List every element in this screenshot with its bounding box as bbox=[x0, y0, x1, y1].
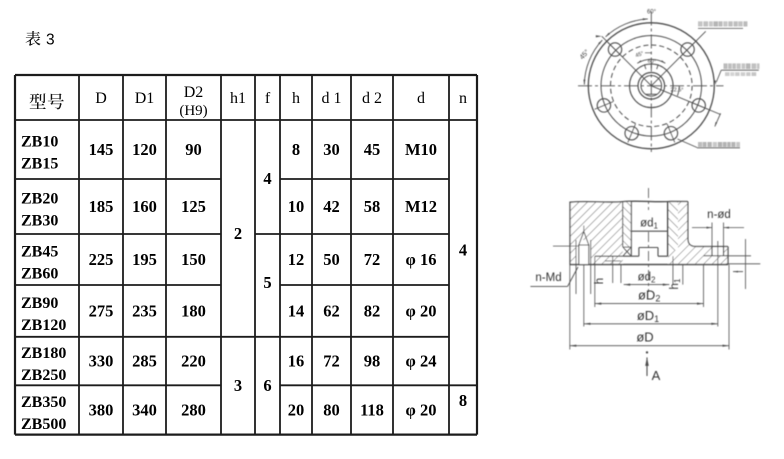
svg-text:4: 4 bbox=[263, 169, 271, 188]
svg-text:120: 120 bbox=[132, 140, 157, 159]
svg-text:275: 275 bbox=[89, 301, 114, 320]
svg-text:(H9): (H9) bbox=[179, 103, 207, 119]
svg-text:ZB250: ZB250 bbox=[21, 367, 66, 384]
svg-text:45°: 45° bbox=[635, 51, 645, 59]
svg-text:h1: h1 bbox=[230, 90, 246, 107]
svg-text:72: 72 bbox=[364, 250, 381, 269]
svg-text:20: 20 bbox=[288, 400, 305, 419]
svg-text:60°: 60° bbox=[647, 58, 656, 65]
svg-text:D: D bbox=[95, 90, 107, 107]
svg-text:285: 285 bbox=[132, 352, 157, 371]
svg-text:98: 98 bbox=[364, 352, 381, 371]
svg-text:14: 14 bbox=[288, 301, 305, 320]
svg-text:n-Md: n-Md bbox=[535, 272, 561, 284]
svg-text:ZB45: ZB45 bbox=[21, 244, 58, 261]
svg-text:80: 80 bbox=[323, 400, 340, 419]
svg-text:3: 3 bbox=[46, 32, 55, 49]
svg-text:φ 20: φ 20 bbox=[406, 301, 437, 320]
svg-text:ZB20: ZB20 bbox=[21, 191, 58, 208]
svg-text:45: 45 bbox=[364, 140, 381, 159]
svg-text:380: 380 bbox=[89, 400, 114, 419]
svg-text:8: 8 bbox=[459, 391, 467, 410]
svg-text:10: 10 bbox=[288, 197, 305, 216]
svg-text:30: 30 bbox=[323, 140, 340, 159]
svg-text:16: 16 bbox=[288, 352, 305, 371]
svg-text:ød2: ød2 bbox=[638, 272, 656, 285]
svg-text:øD1: øD1 bbox=[637, 308, 659, 324]
svg-text:ZB10: ZB10 bbox=[21, 134, 58, 151]
svg-text:42: 42 bbox=[323, 197, 340, 216]
svg-text:2: 2 bbox=[234, 224, 242, 243]
svg-text:195: 195 bbox=[132, 250, 157, 269]
svg-text:d 1: d 1 bbox=[322, 90, 342, 107]
svg-text:φ 20: φ 20 bbox=[406, 400, 437, 419]
svg-text:φ 16: φ 16 bbox=[406, 250, 437, 269]
svg-text:ZB350: ZB350 bbox=[21, 394, 66, 411]
svg-text:58: 58 bbox=[364, 197, 381, 216]
svg-text:øD2: øD2 bbox=[638, 288, 660, 304]
svg-text:D1: D1 bbox=[135, 90, 155, 107]
svg-text:225: 225 bbox=[89, 250, 114, 269]
svg-text:ZB120: ZB120 bbox=[21, 317, 66, 334]
svg-text:5: 5 bbox=[263, 273, 271, 292]
svg-text:118: 118 bbox=[360, 400, 384, 419]
svg-text:82: 82 bbox=[364, 301, 381, 320]
svg-text:ZB90: ZB90 bbox=[21, 295, 58, 312]
svg-text:h1: h1 bbox=[669, 278, 682, 289]
svg-text:150: 150 bbox=[181, 250, 206, 269]
svg-text:M12: M12 bbox=[405, 197, 437, 216]
svg-text:f: f bbox=[265, 90, 271, 107]
svg-text:50: 50 bbox=[323, 250, 340, 269]
svg-text:235: 235 bbox=[132, 301, 157, 320]
svg-text:øD: øD bbox=[636, 330, 653, 345]
svg-text:ød1: ød1 bbox=[640, 218, 658, 231]
svg-text:145: 145 bbox=[89, 140, 114, 159]
svg-text:160: 160 bbox=[132, 197, 157, 216]
svg-text:3: 3 bbox=[234, 376, 242, 395]
svg-text:6: 6 bbox=[263, 376, 271, 395]
svg-text:ZB60: ZB60 bbox=[21, 266, 58, 283]
svg-text:d 2: d 2 bbox=[362, 90, 382, 107]
svg-text:185: 185 bbox=[89, 197, 114, 216]
svg-text:4: 4 bbox=[459, 241, 467, 260]
svg-text:340: 340 bbox=[132, 400, 157, 419]
svg-text:φ 24: φ 24 bbox=[406, 352, 437, 371]
svg-text:22.5°: 22.5° bbox=[671, 88, 684, 94]
svg-text:h: h bbox=[292, 90, 300, 107]
svg-text:ZB15: ZB15 bbox=[21, 156, 58, 173]
svg-text:180: 180 bbox=[181, 301, 206, 320]
svg-text:ZB500: ZB500 bbox=[21, 416, 66, 433]
svg-text:n: n bbox=[459, 90, 467, 107]
svg-text:220: 220 bbox=[181, 352, 206, 371]
svg-text:60°: 60° bbox=[647, 10, 657, 16]
svg-text:280: 280 bbox=[181, 400, 206, 419]
svg-text:12: 12 bbox=[288, 250, 305, 269]
svg-text:125: 125 bbox=[181, 197, 206, 216]
svg-text:n-ød: n-ød bbox=[707, 209, 731, 221]
svg-text:M10: M10 bbox=[405, 140, 437, 159]
svg-text:8: 8 bbox=[292, 140, 300, 159]
svg-text:90: 90 bbox=[185, 140, 202, 159]
svg-text:62: 62 bbox=[323, 301, 340, 320]
svg-text:ZB180: ZB180 bbox=[21, 345, 66, 362]
svg-text:ZB30: ZB30 bbox=[21, 213, 58, 230]
svg-text:h: h bbox=[594, 278, 606, 284]
svg-text:330: 330 bbox=[89, 352, 114, 371]
svg-text:A: A bbox=[652, 368, 661, 383]
svg-text:d: d bbox=[417, 90, 425, 107]
svg-text:72: 72 bbox=[323, 352, 340, 371]
svg-text:D2: D2 bbox=[184, 84, 204, 101]
